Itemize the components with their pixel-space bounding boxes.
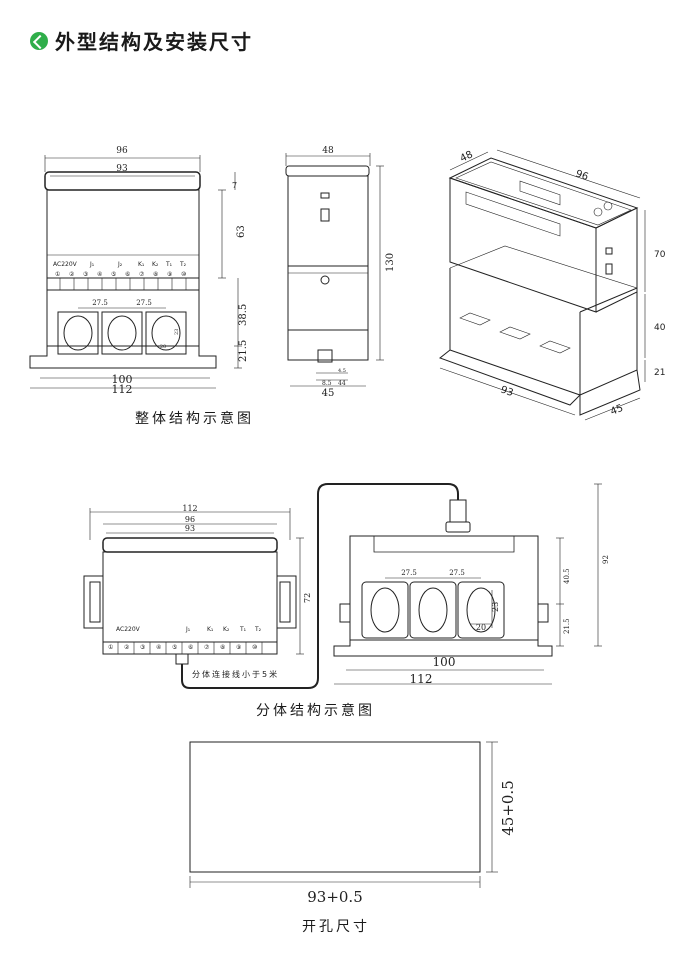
- dim-split-112: 112: [182, 504, 197, 513]
- front-label-t2: T₂: [179, 261, 187, 268]
- dim-ct-100: 100: [433, 655, 456, 669]
- dim-ct-40.5: 40.5: [563, 568, 571, 584]
- front-terminal: ⑧: [153, 271, 158, 278]
- cutout-view: 45+0.5 93+0.5: [189, 741, 517, 906]
- split-label-k1: K₁: [207, 626, 214, 633]
- dim-ct-hole-w: 20: [476, 623, 486, 632]
- front-label-t1: T₁: [165, 261, 173, 268]
- cable-note: 分体连接线小于5米: [192, 669, 279, 679]
- dim-front-96: 96: [116, 146, 128, 156]
- dim-front-100: 100: [112, 373, 133, 386]
- split-terminal: ⑤: [172, 644, 177, 651]
- dim-side-45: 45: [322, 388, 335, 399]
- dim-front-pitch-a: 27.5: [92, 299, 108, 307]
- front-label-k2: K₂: [152, 261, 159, 268]
- front-label-k1: K₁: [138, 261, 145, 268]
- dim-split-72: 72: [303, 593, 312, 603]
- side-view: 48 130 4.5 8.5 44 45: [285, 146, 396, 399]
- dim-front-hole-w: 20: [160, 344, 166, 350]
- front-terminal: ⑤: [111, 271, 116, 278]
- dim-front-hole-h: 23: [174, 329, 180, 335]
- split-label-j1: J₁: [185, 626, 191, 633]
- split-terminal: ⑥: [188, 644, 193, 651]
- dim-front-63: 63: [236, 225, 247, 238]
- front-terminal: ③: [83, 271, 88, 278]
- dim-front-t: 7: [232, 181, 237, 190]
- dim-cutout-height: 45+0.5: [499, 780, 517, 836]
- caption-split: 分体结构示意图: [256, 703, 375, 719]
- dim-iso-93: 93: [499, 384, 515, 399]
- split-terminal: ⑨: [236, 644, 241, 651]
- dim-iso-48: 48: [458, 149, 474, 164]
- split-terminal: ④: [156, 644, 161, 651]
- front-terminal: ⑦: [139, 271, 145, 278]
- dim-front-112: 112: [112, 383, 133, 396]
- split-label-t2: T₂: [254, 626, 262, 633]
- front-terminal: ④: [97, 271, 102, 278]
- dim-ct-pitch-b: 27.5: [449, 569, 465, 577]
- dim-ct-hole-h: 23: [491, 602, 500, 612]
- dim-iso-96: 96: [574, 168, 590, 183]
- split-terminal: ①: [108, 644, 113, 651]
- front-terminal: ②: [69, 271, 75, 278]
- split-terminal: ②: [124, 644, 130, 651]
- split-terminal: ⑩: [252, 644, 257, 651]
- dim-split-96: 96: [185, 515, 195, 524]
- dim-iso-70: 70: [654, 250, 666, 260]
- dim-iso-45: 45: [609, 403, 625, 418]
- dim-ct-21.5: 21.5: [563, 618, 571, 634]
- split-label-k2: K₂: [223, 626, 230, 633]
- dim-split-93: 93: [185, 524, 195, 533]
- caption-cutout: 开孔尺寸: [302, 919, 370, 935]
- front-terminal: ①: [55, 271, 60, 278]
- caption-overall: 整体结构示意图: [135, 411, 254, 427]
- section-header: 外型结构及安装尺寸: [30, 26, 253, 55]
- dim-cutout-width: 93+0.5: [307, 888, 363, 906]
- green-arrow-circle-icon: [30, 31, 48, 50]
- dim-front-93: 93: [116, 164, 128, 174]
- section-title: 外型结构及安装尺寸: [55, 30, 253, 54]
- front-label-ac220v: AC220V: [53, 261, 78, 268]
- isometric-view: 48 96 70 40 21 93 45: [438, 149, 666, 421]
- front-label-j2: J₂: [117, 261, 123, 268]
- dim-side-48: 48: [322, 146, 334, 156]
- front-view: 96 93 7 63 38.5 21.5 27.5 27.5 20 23 100…: [29, 146, 249, 396]
- split-terminal: ⑦: [204, 644, 210, 651]
- split-terminal: ③: [140, 644, 145, 651]
- dim-iso-40: 40: [654, 323, 666, 333]
- front-label-j1: J₁: [89, 261, 95, 268]
- front-terminal: ⑩: [181, 271, 186, 278]
- split-label-t1: T₁: [239, 626, 247, 633]
- split-label-ac220v: AC220V: [116, 626, 141, 633]
- dim-side-8.5: 8.5: [322, 380, 332, 387]
- split-ct-view: 27.5 27.5 40.5 21.5 92 20 23 100 112: [333, 483, 610, 686]
- front-terminal: ⑨: [167, 271, 172, 278]
- dim-ct-92: 92: [602, 555, 610, 564]
- dim-front-21.5: 21.5: [238, 340, 249, 362]
- dim-side-130: 130: [385, 253, 396, 272]
- dim-front-38.5: 38.5: [238, 304, 249, 326]
- dim-side-44: 44: [338, 380, 346, 387]
- split-terminal: ⑧: [220, 644, 225, 651]
- dim-side-4.5: 4.5: [338, 368, 346, 374]
- dim-iso-21: 21: [654, 368, 665, 378]
- dim-ct-112: 112: [410, 672, 433, 686]
- front-terminal: ⑥: [125, 271, 130, 278]
- dim-ct-pitch-a: 27.5: [401, 569, 417, 577]
- split-meter-view: 112 96 93 72 AC220V J₁ K₁ K₂ T₁ T₂ ① ② ③…: [83, 483, 471, 689]
- dim-front-pitch-b: 27.5: [136, 299, 152, 307]
